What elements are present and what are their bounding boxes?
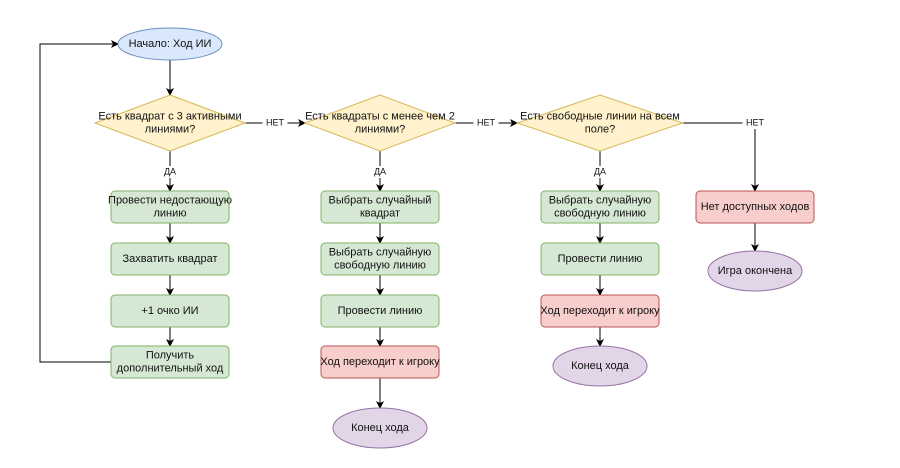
step-draw-line-c-shape (540, 242, 660, 276)
step-random-free-line-b-label: свободную линию (334, 259, 426, 271)
step-no-moves-label: Нет доступных ходов (701, 201, 810, 213)
label-yes-1: ДА (164, 166, 176, 176)
step-draw-line-b-shape (320, 294, 440, 328)
step-capture-square-shape (110, 242, 230, 276)
step-turn-to-player-c-label: Ход переходит к игроку (540, 305, 660, 317)
step-no-moves-shape (695, 190, 815, 224)
label-no-3: НЕТ (746, 117, 765, 127)
step-draw-missing-line-label: линию (153, 207, 186, 219)
label-yes-2-bg (371, 166, 389, 178)
connector-arrow (682, 122, 759, 192)
label-no-2-bg (473, 117, 499, 129)
label-no-2: НЕТ (477, 117, 496, 127)
step-random-square-shape (320, 190, 440, 224)
step-extra-turn-shape (110, 345, 230, 379)
step-turn-to-player-b-label: Ход переходит к игроку (320, 356, 440, 368)
decision-free-lines-label: Есть свободные линии на всем (520, 110, 680, 122)
step-random-free-line-b-shape (320, 242, 440, 276)
end-turn-c-label: Конец хода (571, 360, 630, 372)
step-turn-to-player-b-shape (320, 345, 440, 379)
label-yes-3-bg (591, 166, 609, 178)
label-yes-2: ДА (374, 166, 386, 176)
step-random-square-label: Выбрать случайный (329, 194, 432, 206)
step-draw-missing-line-label: Провести недостающую (108, 194, 232, 206)
end-game-over-label: Игра окончена (718, 265, 793, 277)
step-extra-turn-label: дополнительный ход (117, 362, 224, 374)
end-turn-b-shape (332, 407, 428, 449)
step-no-moves: Нет доступных ходов (695, 190, 815, 224)
decision-active-square-shape (93, 94, 247, 152)
label-no-1: НЕТ (266, 117, 285, 127)
step-random-square-label: квадрат (360, 207, 400, 219)
step-turn-to-player-c: Ход переходит к игроку (540, 294, 660, 328)
label-no-1-bg (262, 117, 288, 129)
start-node-shape (117, 27, 223, 61)
step-ai-point-shape (110, 294, 230, 328)
step-capture-square: Захватить квадрат (110, 242, 230, 276)
decision-free-lines-shape (515, 94, 685, 152)
decision-active-square-label: линиями? (145, 123, 196, 135)
start-node: Начало: Ход ИИ (117, 27, 223, 61)
step-random-free-line-c-label: Выбрать случайную (549, 194, 652, 206)
step-random-free-line-b-label: Выбрать случайную (329, 246, 432, 258)
step-turn-to-player-b: Ход переходит к игроку (320, 345, 440, 379)
step-capture-square-label: Захватить квадрат (123, 253, 218, 265)
decision-free-lines-label: поле? (585, 123, 616, 135)
step-ai-point-label: +1 очко ИИ (141, 305, 198, 317)
step-draw-line-b: Провести линию (320, 294, 440, 328)
decision-active-square-label: Есть квадрат с 3 активными (98, 110, 241, 122)
end-turn-c: Конец хода (552, 345, 648, 387)
step-draw-line-c: Провести линию (540, 242, 660, 276)
step-turn-to-player-c-shape (540, 294, 660, 328)
step-extra-turn-label: Получить (146, 349, 195, 361)
step-draw-line-c-label: Провести линию (558, 253, 643, 265)
end-game-over: Игра окончена (707, 250, 803, 292)
end-turn-b-label: Конец хода (351, 422, 410, 434)
label-no-3-bg (742, 117, 768, 129)
step-draw-missing-line-shape (110, 190, 230, 224)
end-turn-c-shape (552, 345, 648, 387)
label-yes-3: ДА (594, 166, 606, 176)
step-random-free-line-c-shape (540, 190, 660, 224)
end-turn-b: Конец хода (332, 407, 428, 449)
end-game-over-shape (707, 250, 803, 292)
label-yes-1-bg (161, 166, 179, 178)
connector-arrow (39, 40, 119, 363)
decision-square-less-two-label: Есть квадраты с менее чем 2 (305, 110, 455, 122)
decision-square-less-two-shape (303, 94, 457, 152)
step-random-free-line-c-label: свободную линию (554, 207, 646, 219)
decision-square-less-two-label: линиями? (355, 123, 406, 135)
step-ai-point: +1 очко ИИ (110, 294, 230, 328)
start-node-label: Начало: Ход ИИ (129, 38, 212, 50)
step-draw-line-b-label: Провести линию (338, 305, 423, 317)
